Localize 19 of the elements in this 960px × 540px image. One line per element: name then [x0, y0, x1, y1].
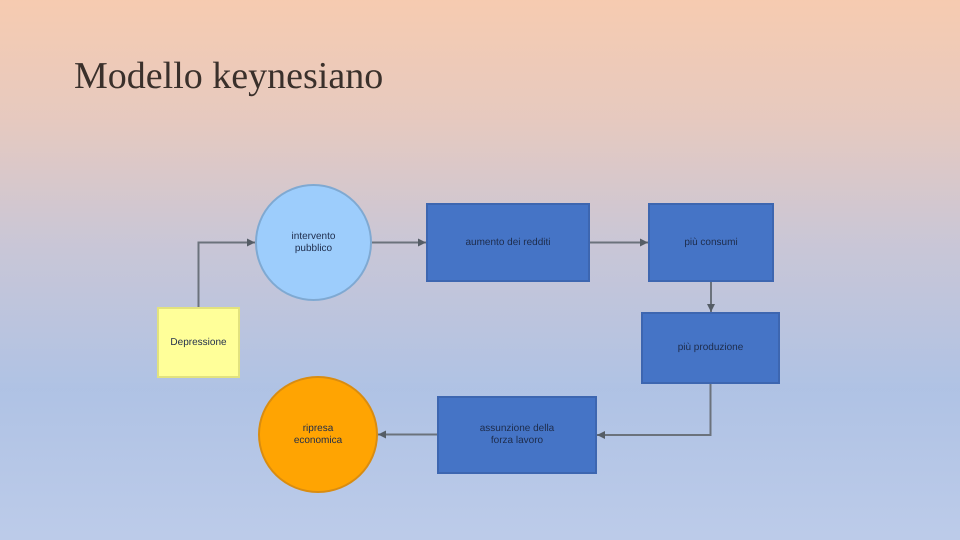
node-label: ripresa economica [292, 422, 344, 446]
process-box [157, 307, 240, 378]
process-box [641, 312, 780, 384]
node-label: intervento pubblico [290, 230, 336, 254]
arrow [707, 282, 715, 312]
arrow [378, 430, 437, 438]
node-label: assunzione della forza lavoro [478, 423, 556, 447]
process-box [648, 203, 774, 282]
process-box [426, 203, 590, 282]
arrow [597, 384, 712, 439]
slide-title: Modello keynesiano [74, 54, 384, 98]
node-label: aumento dei redditi [465, 236, 551, 248]
node-label: più consumi [684, 236, 738, 248]
arrow [198, 238, 255, 307]
node-label: Depressione [170, 336, 227, 348]
arrow [372, 238, 426, 246]
process-box [437, 396, 597, 474]
arrow [590, 238, 648, 246]
node-label: più produzione [678, 342, 744, 354]
